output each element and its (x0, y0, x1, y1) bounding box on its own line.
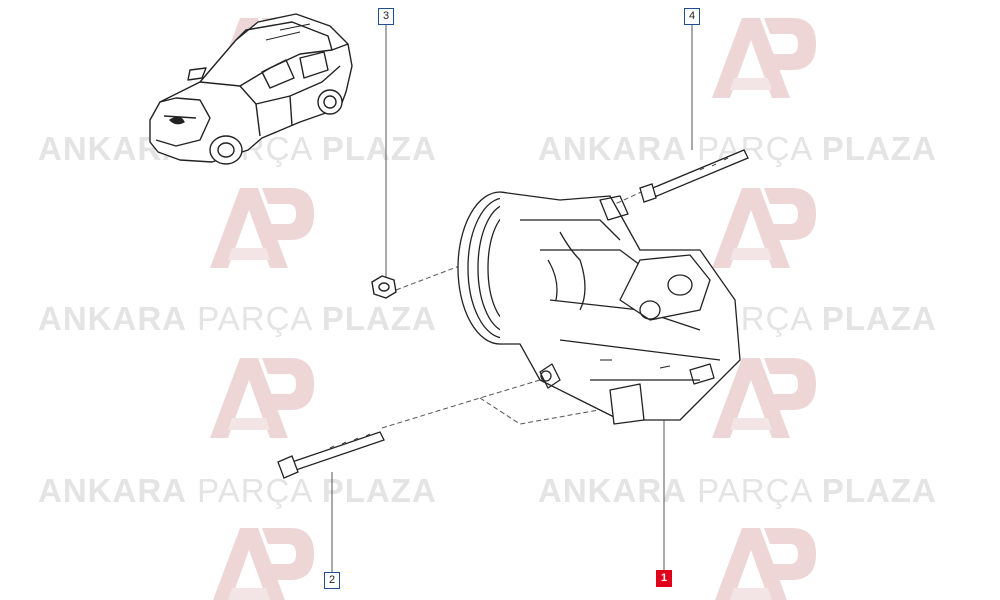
callout-2[interactable]: 2 (324, 572, 340, 589)
watermark-text: ANKARA PARÇA PLAZA (38, 472, 437, 509)
callout-1[interactable]: 1 (656, 570, 672, 587)
dashed-line (479, 397, 611, 425)
dashed-line (381, 379, 541, 429)
callout-3[interactable]: 3 (378, 8, 394, 25)
bolt-2 (277, 431, 385, 479)
bolt-4 (639, 149, 749, 203)
car-illustration (149, 13, 353, 165)
nut-3 (371, 275, 397, 299)
watermark-text: ANKARA PARÇA PLAZA (538, 130, 937, 167)
watermark-text: ANKARA PARÇA PLAZA (38, 300, 437, 337)
watermark-text: ANKARA PARÇA PLAZA (538, 472, 937, 509)
ac-compressor (457, 191, 741, 425)
callout-4[interactable]: 4 (684, 8, 700, 25)
